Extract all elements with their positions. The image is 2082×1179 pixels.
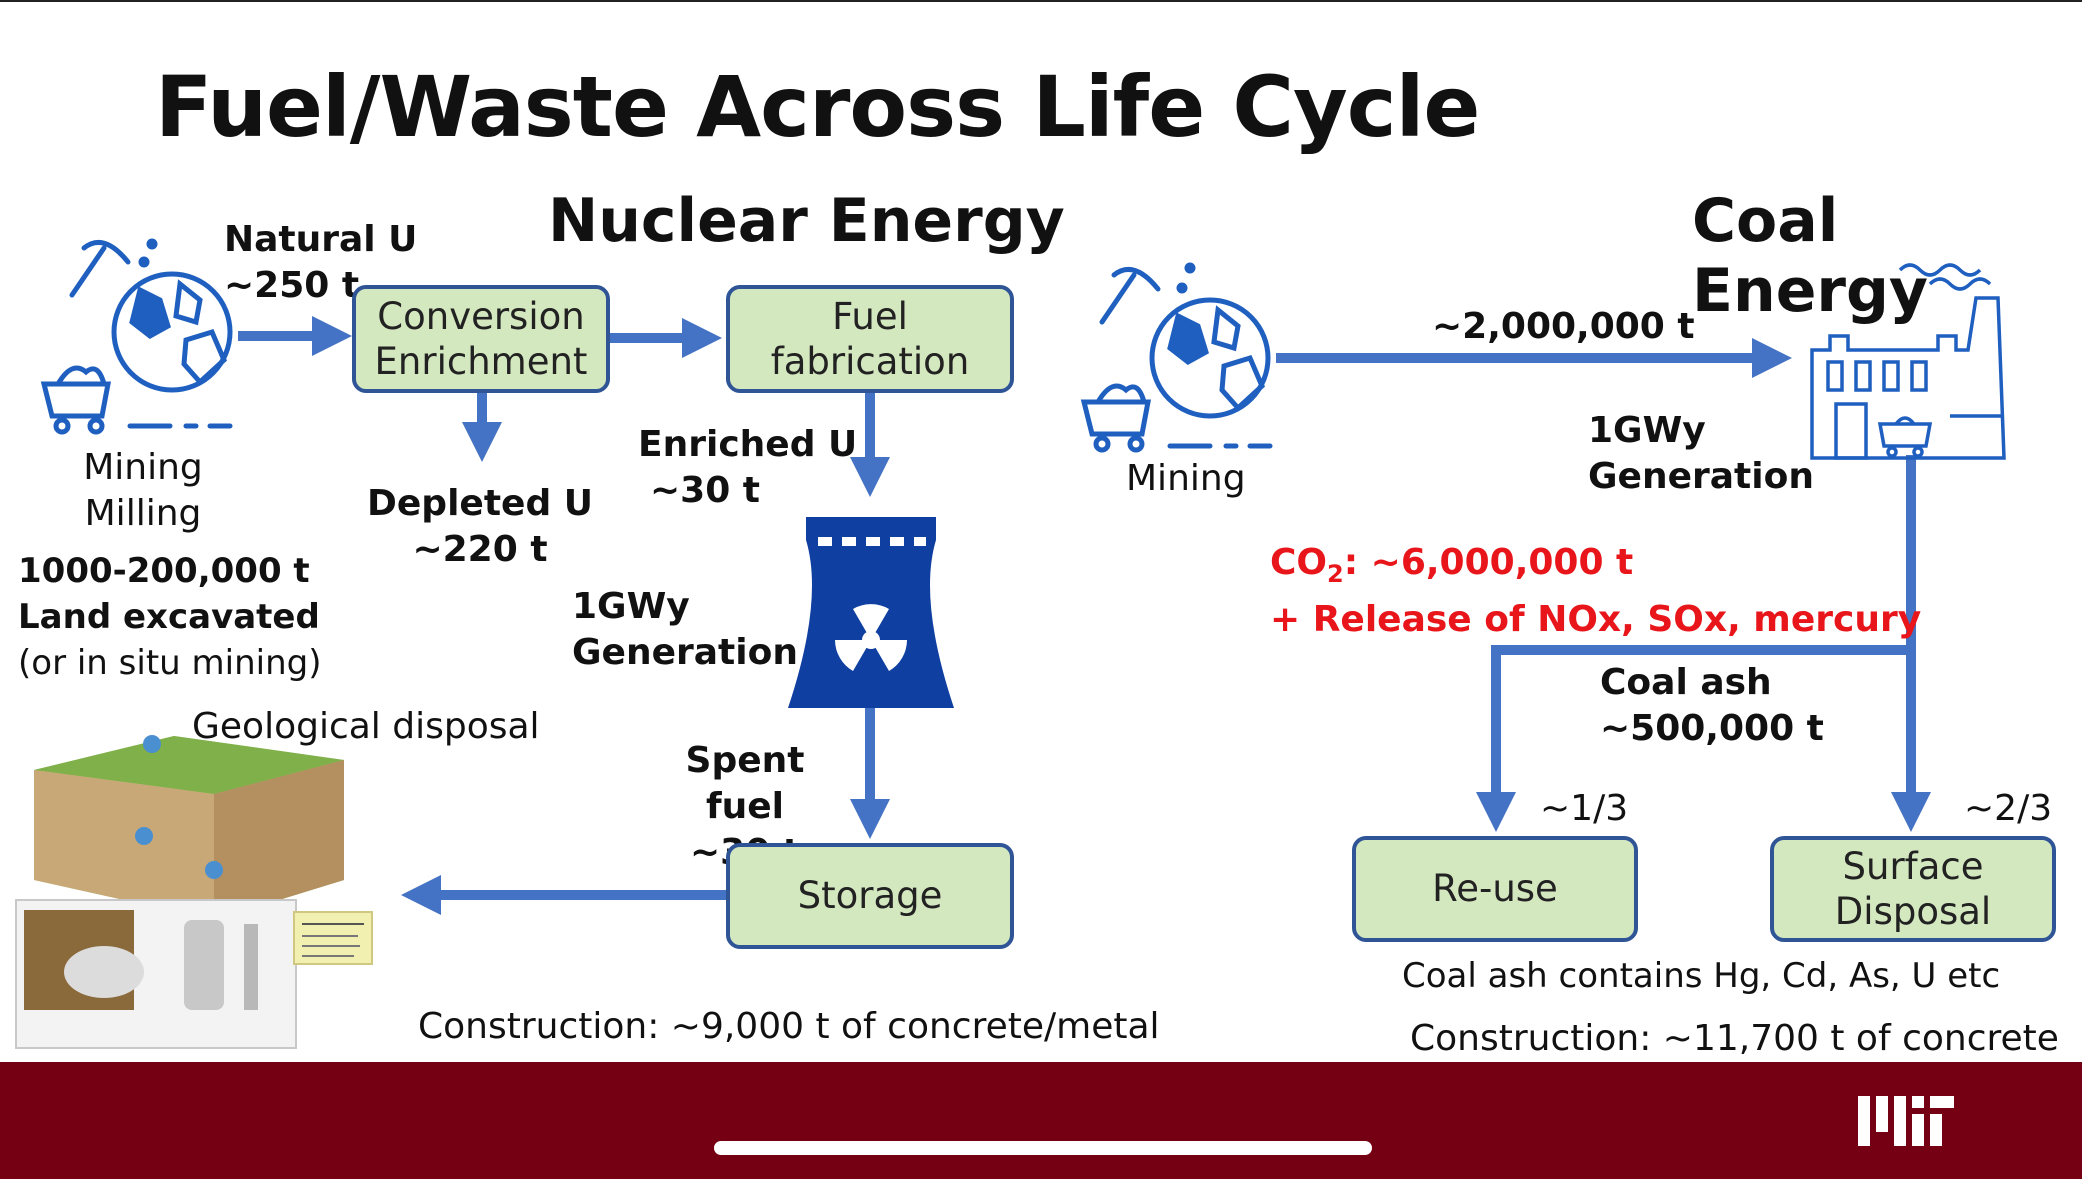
depleted-u-label: Depleted U ~220 t [360,481,600,573]
nuclear-gen-line1: 1GWy [572,586,690,627]
land-excavated-label: 1000-200,000 t Land excavated (or in sit… [18,548,321,686]
home-indicator[interactable] [714,1141,1372,1155]
coal-generation-label: 1GWy Generation [1588,408,1814,500]
enriched-line1: Enriched U [638,424,858,465]
coal-ash-label: Coal ash ~500,000 t [1600,660,1824,752]
top-border [0,0,2082,2]
fraction-reuse-label: ~1/3 [1540,788,1629,829]
depleted-line2: ~220 t [412,529,548,570]
coal-gen-line1: 1GWy [1588,410,1706,451]
land-line1: 1000-200,000 t [18,551,310,591]
storage-label: Storage [797,874,943,918]
box-storage: Storage [726,843,1014,949]
coal-mining-label: Mining [1126,458,1246,499]
nuclear-gen-line2: Generation [572,632,798,673]
release-line: + Release of NOx, SOx, mercury [1270,599,1922,641]
box-conversion-enrichment: Conversion Enrichment [352,285,610,393]
box-surface-disposal: Surface Disposal [1770,836,2056,942]
surface-line1: Surface [1842,844,1984,888]
radiation-icon [835,604,907,671]
ash-line1: Coal ash [1600,662,1772,703]
fraction-surface-label: ~2/3 [1964,788,2053,829]
arrow-branch-to-reuse [1476,645,1911,833]
land-line3: (or in situ mining) [18,643,322,683]
slide-title: Fuel/Waste Across Life Cycle [155,58,1480,156]
coal-amount-label: ~2,000,000 t [1432,306,1695,347]
coal-heading: Coal Energy [1692,186,1929,326]
ash-line2: ~500,000 t [1600,708,1824,749]
mining-milling-label: Mining Milling [60,445,226,537]
coal-gen-line2: Generation [1588,456,1814,497]
nuclear-construction-label: Construction: ~9,000 t of concrete/metal [418,1006,1160,1047]
box-fuel-fabrication: Fuel fabrication [726,285,1014,393]
mit-logo [1858,1096,1954,1146]
coal-plant-icon [1810,263,2006,460]
land-line2: Land excavated [18,597,320,637]
depleted-line1: Depleted U [367,483,593,524]
emissions-label: CO2: ~6,000,000 t + Release of NOx, SOx,… [1270,540,1921,643]
conversion-line1: Conversion [377,294,585,338]
natural-u-line2: ~250 t [224,265,360,306]
geological-repository-image [14,730,384,1050]
natural-u-label: Natural U ~250 t [224,217,417,309]
natural-u-line1: Natural U [224,219,418,260]
coal-mining-icon [1080,262,1273,453]
coal-construction-label: Construction: ~11,700 t of concrete [1410,1018,2059,1059]
spent-line1: Spent fuel [685,740,805,827]
mining-icon [40,238,233,435]
box-reuse: Re-use [1352,836,1638,942]
geological-disposal-label: Geological disposal [192,706,540,747]
nuclear-heading: Nuclear Energy [548,186,1065,256]
milling-line2: Milling [84,493,202,534]
reuse-label: Re-use [1432,867,1558,911]
co2-line: CO2: ~6,000,000 t [1270,542,1634,589]
nuclear-generation-label: 1GWy Generation [572,584,798,676]
enriched-u-label: Enriched U ~30 t [638,422,857,514]
enriched-line2: ~30 t [650,470,761,511]
footer-bar [0,1062,2082,1179]
surface-line2: Disposal [1834,890,1992,933]
nuclear-plant-icon [788,517,954,708]
fuel-line1: Fuel [832,294,908,338]
mining-line1: Mining [83,447,203,488]
conversion-line2: Enrichment [374,340,588,383]
fuel-line2: fabrication [770,340,970,383]
coal-ash-note: Coal ash contains Hg, Cd, As, U etc [1402,956,2001,996]
